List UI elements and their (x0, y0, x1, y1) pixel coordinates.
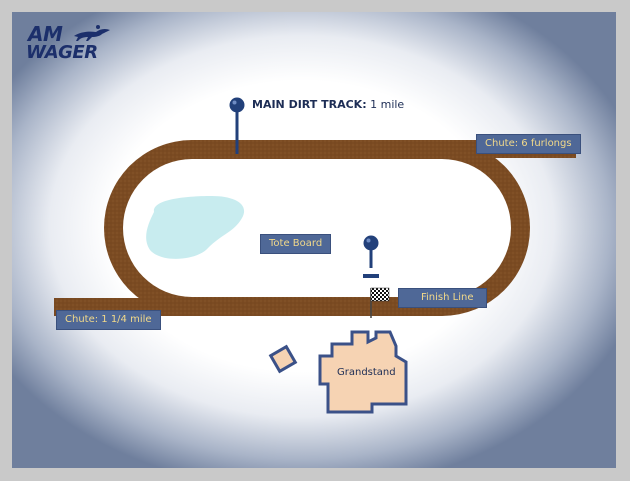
grandstand-building (318, 330, 408, 414)
map-pin-icon (229, 97, 245, 113)
chute-1-1-4-mile-label: Chute: 1 1/4 mile (56, 310, 161, 330)
tote-board-marker (363, 274, 379, 278)
track-map-panel: AM WAGER MAIN DIRT TRACK: 1 mile Chute: … (12, 12, 616, 468)
chute-6-furlongs-label: Chute: 6 furlongs (476, 134, 581, 154)
logo-wager-text: WAGER (26, 42, 98, 63)
map-pin-icon (363, 235, 379, 251)
finish-line-label: Finish Line (398, 288, 487, 308)
logo-am-text: AM (28, 22, 63, 46)
infield (123, 159, 511, 297)
track-map-svg (54, 97, 576, 414)
am-wager-logo: AM WAGER (26, 22, 118, 63)
checkered-flag-icon (370, 287, 390, 302)
infield-pond (146, 196, 245, 259)
horse-jockey-icon (74, 25, 110, 41)
tote-board-label: Tote Board (260, 234, 332, 254)
small-building (268, 344, 298, 374)
main-track-title: MAIN DIRT TRACK: 1 mile (252, 98, 404, 111)
track-name: MAIN DIRT TRACK: (252, 98, 367, 111)
track-length: 1 mile (370, 98, 405, 111)
grandstand-label: Grandstand (337, 367, 396, 378)
